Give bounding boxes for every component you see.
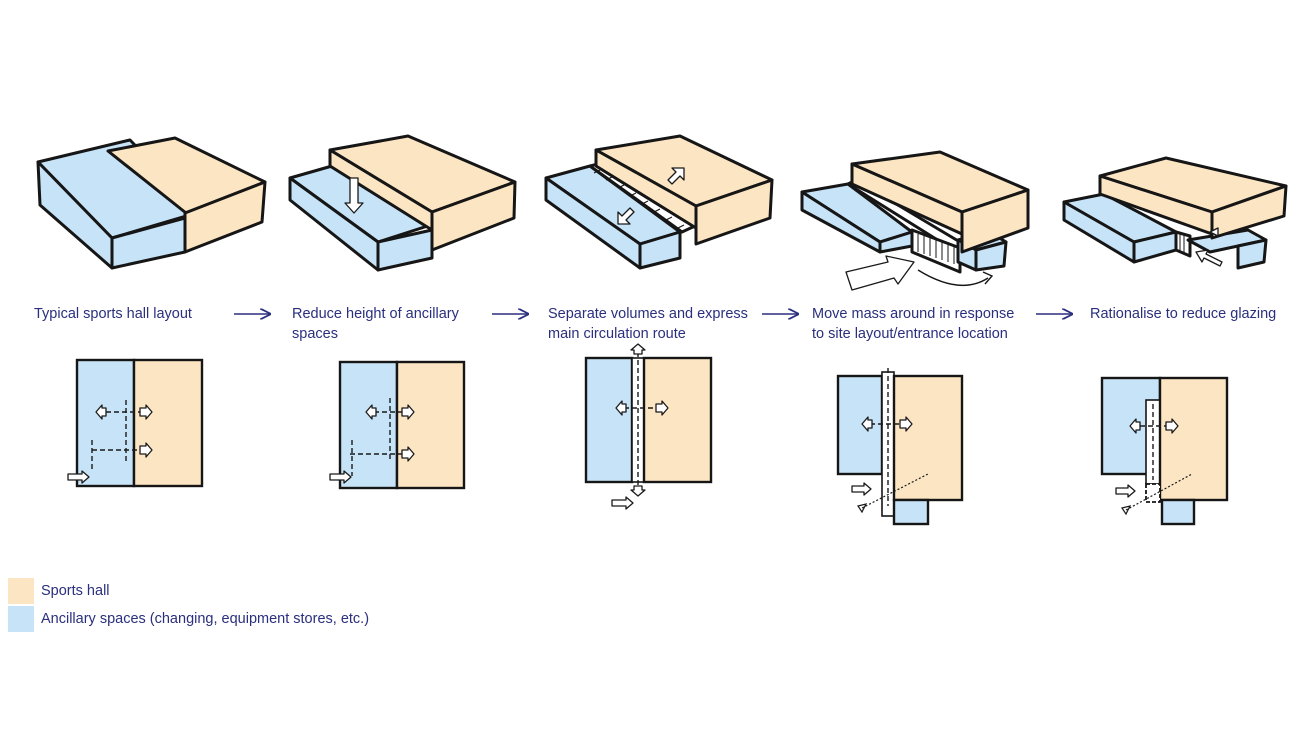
- arrow-icon: [1129, 418, 1141, 434]
- entrance-arrow-icon: [611, 496, 634, 510]
- hall-plan: [395, 360, 466, 490]
- ancillary-side: [376, 228, 434, 272]
- arrow-icon: [139, 442, 153, 458]
- arrow-icon: [401, 446, 415, 462]
- ancillary-block-plan: [1160, 498, 1196, 526]
- ancillary-plan: [584, 356, 634, 484]
- entrance-arrow-icon: [329, 470, 352, 484]
- hall-plan: [892, 374, 964, 502]
- ancillary-block-side: [1236, 238, 1268, 270]
- site-arrow-icon: [917, 269, 989, 287]
- sightline: [1125, 473, 1193, 511]
- arrow-icon: [1165, 418, 1179, 434]
- legend-swatch-ancillary: [8, 606, 34, 632]
- arrow-icon: [899, 416, 913, 432]
- arrow-icon: [861, 416, 873, 432]
- ancillary-plan: [836, 374, 884, 476]
- step-3-massing: [544, 134, 774, 270]
- hall-side: [430, 180, 517, 252]
- step-2-label: Reduce height of ancillary spaces: [292, 306, 459, 342]
- hall-plan: [1158, 376, 1229, 502]
- hall-side: [960, 188, 1030, 254]
- legend-label-ancillary: Ancillary spaces (changing, equipment st…: [41, 611, 370, 627]
- step-4-label: Move mass around in response to site lay…: [812, 306, 1015, 342]
- circulation-hatching: [593, 169, 685, 229]
- view-icon: [857, 503, 868, 514]
- ancillary-side: [638, 230, 682, 270]
- arrow-icon: [95, 404, 107, 420]
- hall-side: [183, 180, 267, 254]
- entrance-arrow-icon: [851, 482, 872, 496]
- legend-label-sports-hall: Sports hall: [41, 583, 110, 599]
- legend-swatch-sports-hall: [8, 578, 34, 604]
- up-arrow-icon: [630, 343, 646, 355]
- down-arrow-icon: [630, 485, 646, 497]
- step-5-massing: [1062, 156, 1288, 270]
- arrow-icon: [615, 400, 627, 416]
- step-2-plan: [329, 360, 466, 490]
- step-1-massing: [36, 136, 267, 270]
- entrance-arrow-icon: [845, 255, 915, 291]
- step-5-label: Rationalise to reduce glazing: [1090, 306, 1277, 322]
- step-1-label: Typical sports hall layout: [34, 306, 192, 322]
- arrow-icon: [1209, 227, 1219, 237]
- sightline: [861, 473, 929, 509]
- view-icon: [1121, 505, 1132, 516]
- step-1-plan: [67, 358, 204, 488]
- ancillary-plan: [75, 358, 136, 488]
- glazing-plan: [1145, 483, 1161, 503]
- arrow-icon: [617, 207, 635, 225]
- step-4-plan: [836, 368, 964, 526]
- arrow-icon: [667, 167, 685, 185]
- arrow-icon: [139, 404, 153, 420]
- arrow-icon: [365, 404, 377, 420]
- arrow-icon: [655, 400, 669, 416]
- hall-side: [694, 178, 774, 246]
- glazing: [1174, 230, 1192, 258]
- hall-side: [1210, 184, 1288, 240]
- step-3-plan: [584, 343, 713, 510]
- step-5-plan: [1100, 376, 1229, 526]
- ancillary-block-plan: [892, 498, 930, 526]
- step-2-massing: [288, 134, 517, 272]
- hall-plan: [642, 356, 713, 484]
- ancillary-plan: [338, 360, 399, 490]
- hall-plan: [132, 358, 204, 488]
- entrance-arrow-icon: [1115, 484, 1136, 498]
- arrow-icon: [401, 404, 415, 420]
- entrance-arrow-icon: [67, 470, 90, 484]
- glazing-lines: [917, 234, 955, 264]
- entrance-arrow-icon: [1195, 249, 1223, 267]
- down-arrow-icon: [344, 177, 364, 214]
- step-4-massing: [800, 150, 1030, 291]
- step-3-label: Separate volumes and express main circul…: [548, 306, 748, 342]
